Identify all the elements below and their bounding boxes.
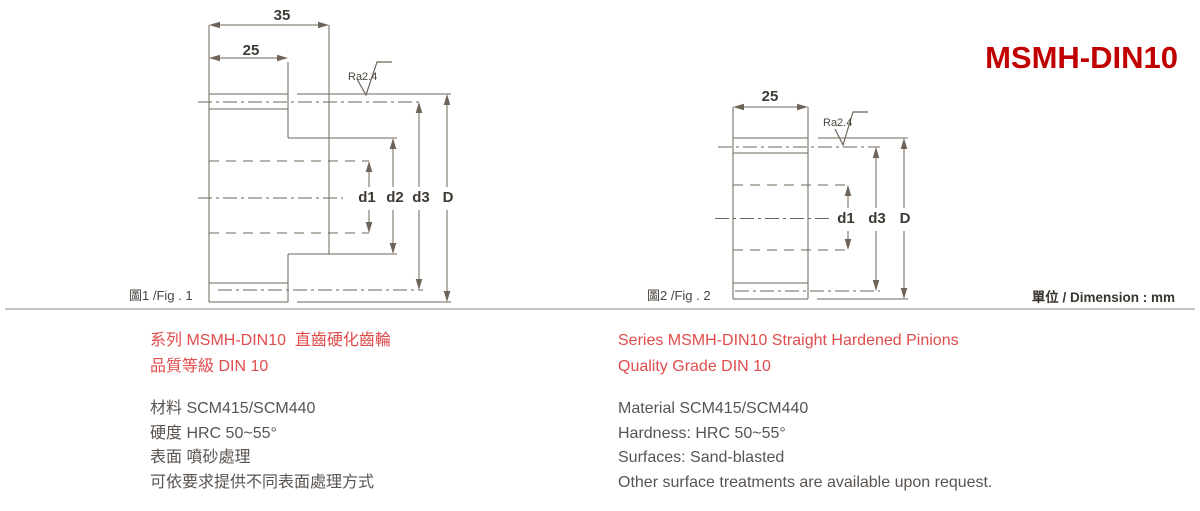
spec-surface-cn: 表面 噴砂處理 [150, 449, 251, 466]
spec-hardness-cn: 硬度 HRC 50~55° [150, 424, 277, 442]
fig1-dia-label-d2: d2 [386, 189, 404, 206]
unit-note: 單位 / Dimension : mm [1031, 290, 1175, 305]
surface-finish-symbol-fig1 [356, 61, 392, 97]
fig1-linework [198, 21, 451, 303]
technical-drawings [198, 21, 908, 303]
spec-surface-en: Surfaces: Sand-blasted [618, 449, 785, 466]
fig2-dim-25-label: 25 [761, 88, 779, 105]
spec-material-en: Material SCM415/SCM440 [618, 400, 809, 417]
series-heading-cn-line1: 系列 MSMH-DIN10 直齒硬化齒輪 [150, 332, 391, 349]
series-heading-en-line1: Series MSMH-DIN10 Straight Hardened Pini… [618, 332, 959, 349]
fig1-dim-25-label: 25 [242, 42, 260, 59]
fig2-dia-label-d3: d3 [868, 210, 886, 227]
spec-note-cn: 可依要求提供不同表面處理方式 [150, 473, 375, 491]
info-column-en: Series MSMH-DIN10 Straight Hardened Pini… [618, 328, 959, 380]
spec-material-cn: 材料 SCM415/SCM440 [150, 400, 316, 417]
section-divider [5, 308, 1195, 310]
series-heading-en-line2: Quality Grade DIN 10 [618, 358, 771, 375]
fig1-surface-finish-label: Ra2.4 [348, 71, 378, 83]
surface-finish-symbol-fig2 [834, 111, 868, 147]
series-heading-cn-line2: 品質等級 DIN 10 [150, 358, 269, 375]
series-title: MSMH-DIN10 [985, 40, 1178, 75]
spec-note-en: Other surface treatments are available u… [618, 473, 993, 491]
fig2-surface-finish-label: Ra2.4 [823, 117, 853, 129]
fig1-dim-35-label: 35 [273, 7, 291, 24]
spec-list-cn: 材料 SCM415/SCM440 硬度 HRC 50~55° 表面 噴砂處理 可… [150, 397, 374, 495]
spec-list-en: Material SCM415/SCM440 Hardness: HRC 50~… [618, 397, 992, 495]
fig1-caption: 圖1 /Fig . 1 [129, 288, 193, 303]
fig1-dia-label-d3: d3 [412, 189, 430, 206]
spec-hardness-en: Hardness: HRC 50~55° [618, 424, 786, 442]
fig2-linework [715, 103, 908, 300]
fig2-caption: 圖2 /Fig . 2 [647, 288, 711, 303]
fig2-dia-label-d1: d1 [837, 210, 855, 227]
fig1-dia-label-D: D [442, 189, 454, 206]
info-column-cn: 系列 MSMH-DIN10 直齒硬化齒輪 品質等級 DIN 10 [150, 328, 391, 380]
fig1-dia-label-d1: d1 [358, 189, 376, 206]
fig2-dia-label-D: D [899, 210, 911, 227]
